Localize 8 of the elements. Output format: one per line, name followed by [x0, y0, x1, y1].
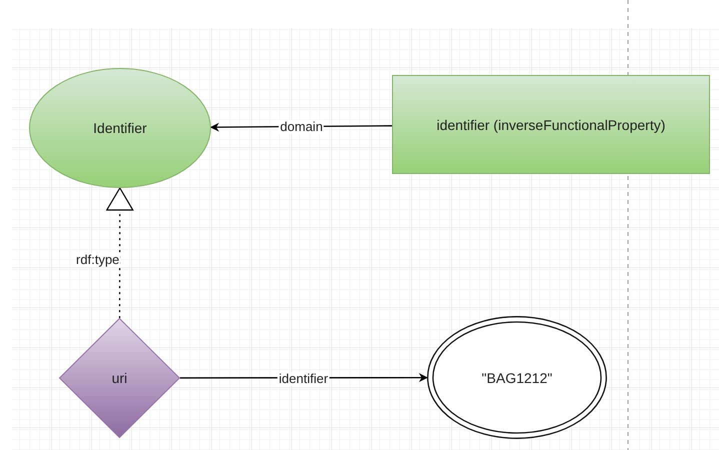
arrow: [106, 187, 134, 318]
edge-label: domain: [279, 119, 324, 134]
edge-label: rdf:type: [75, 252, 120, 268]
node-label: identifier (inverseFunctionalProperty): [436, 115, 666, 134]
node-label: "BAG1212": [482, 368, 552, 387]
node-label: Identifier: [93, 118, 147, 138]
node-label: uri: [112, 368, 128, 388]
edge-label: identifier: [278, 372, 330, 386]
